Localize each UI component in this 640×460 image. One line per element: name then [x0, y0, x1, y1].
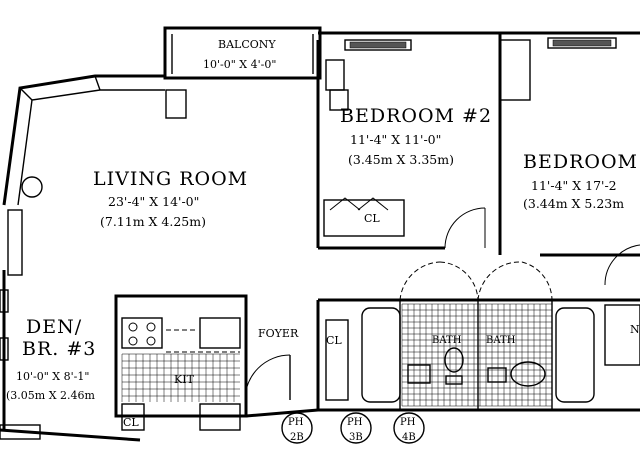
unit-callout: PH 4B — [393, 412, 425, 444]
bedroom-1-metric: (3.44m X 5.23m — [523, 196, 624, 211]
unit-callout-line2: 2B — [290, 432, 304, 443]
foyer-walls — [244, 354, 319, 418]
unit-callout-line2: 4B — [402, 432, 416, 443]
bedroom-2-metric: (3.45m X 3.35m) — [348, 152, 454, 167]
bath-2-label: BATH — [486, 335, 516, 346]
bedroom-2-label: BEDROOM #2 — [340, 105, 492, 127]
closet-bedroom-2-label: CL — [364, 212, 380, 225]
kitchen-walls — [114, 294, 248, 431]
closet-foyer-label: CL — [326, 334, 342, 347]
bedroom-2-dims: 11'-4" X 11'-0" — [350, 132, 441, 147]
bedroom-1-dims: 11'-4" X 17'-2 — [531, 178, 617, 193]
unit-callout: PH 2B — [281, 412, 313, 444]
bath-1-label: BATH — [432, 335, 462, 346]
living-room-dims: 23'-4" X 14'-0" — [108, 194, 199, 209]
living-room-walls — [0, 74, 187, 442]
unit-callouts: PH 2B PH 3B PH 4B — [281, 412, 425, 444]
kitchen-label: KIT — [174, 373, 195, 386]
den-metric: (3.05m X 2.46m — [6, 389, 96, 402]
unit-callout-line1: PH — [288, 417, 304, 428]
den-label-line1: DEN/ — [26, 316, 82, 338]
edge-room-label: N — [630, 323, 640, 336]
kitchen-tile-grid — [121, 353, 240, 402]
bedroom-1-walls — [499, 31, 640, 286]
unit-callout-line1: PH — [347, 417, 363, 428]
bedroom-2-walls — [316, 31, 502, 255]
balcony-dims: 10'-0" X 4'-0" — [203, 58, 276, 71]
balcony-label: BALCONY — [218, 38, 276, 51]
den-dims: 10'-0" X 8'-1" — [16, 370, 89, 383]
foyer-label: FOYER — [258, 327, 299, 340]
bedroom-1-label: BEDROOM # — [523, 151, 640, 173]
unit-callout-line1: PH — [400, 417, 416, 428]
den-label-line2: BR. #3 — [22, 338, 96, 360]
unit-callout-line2: 3B — [349, 432, 363, 443]
balcony — [163, 26, 322, 80]
unit-callout: PH 3B — [340, 412, 372, 444]
living-room-metric: (7.11m X 4.25m) — [100, 214, 206, 229]
bath-tile-grid — [401, 303, 553, 407]
closet-kitchen-label: CL — [123, 416, 139, 429]
living-room-label: LIVING ROOM — [93, 168, 248, 190]
labels: BALCONY 10'-0" X 4'-0" LIVING ROOM 23'-4… — [6, 38, 640, 429]
